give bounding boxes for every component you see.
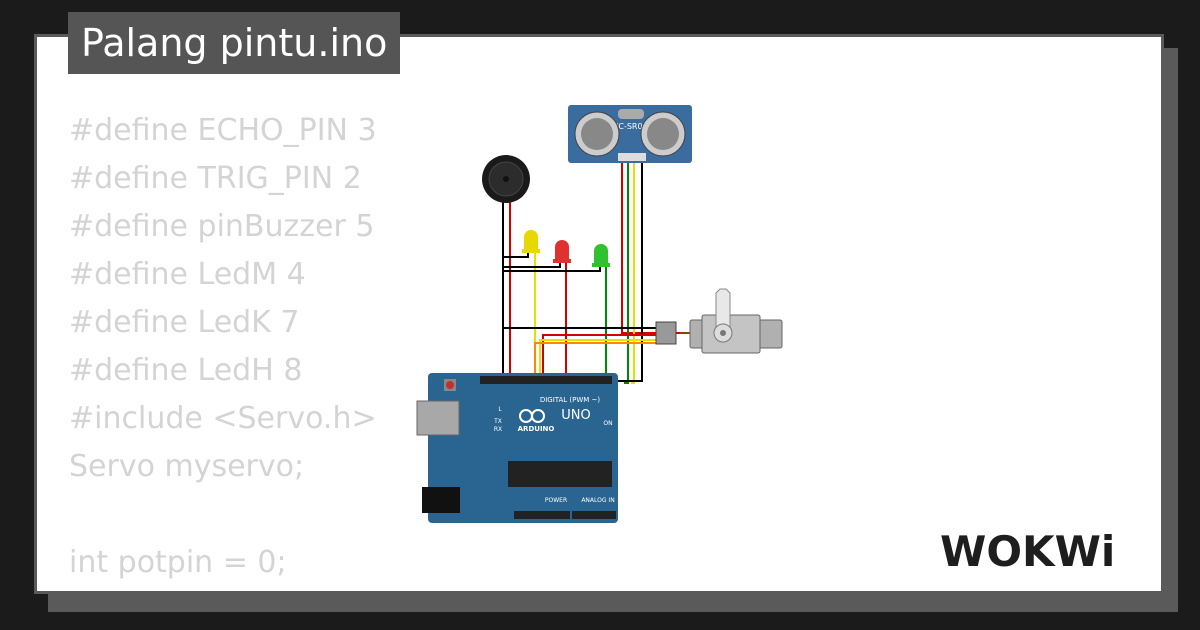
- circuit-diagram: HC-SR04: [416, 105, 783, 523]
- arduino-uno[interactable]: DIGITAL (PWM ~) UNO ARDUINO POWER ANALOG…: [416, 373, 618, 523]
- code-line: #define ECHO_PIN 3: [69, 113, 377, 148]
- code-line: #define LedK 7: [69, 305, 300, 340]
- code-line: #define LedH 8: [69, 353, 303, 388]
- code-line: #include <Servo.h>: [69, 401, 377, 436]
- on-label: ON: [603, 420, 612, 427]
- code-line: Servo myservo;: [69, 449, 305, 484]
- led-yellow[interactable]: [522, 230, 540, 253]
- analog-label: ANALOG IN: [581, 497, 614, 504]
- code-line: int val;: [69, 593, 172, 594]
- project-title[interactable]: Palang pintu.ino: [68, 12, 401, 74]
- sensor-label: HC-SR04: [612, 122, 647, 131]
- code-line: #define pinBuzzer 5: [69, 209, 375, 244]
- led-green[interactable]: [592, 244, 610, 267]
- wire-sensor-trig: [624, 163, 629, 384]
- wokwi-logo[interactable]: WOKWi: [940, 488, 1160, 588]
- tx-label: TX: [493, 418, 502, 425]
- wire-servo-sig-yellow: [539, 339, 658, 381]
- code-preview: #define ECHO_PIN 3 #define TRIG_PIN 2 #d…: [69, 107, 377, 594]
- wire-sensor-echo: [631, 163, 635, 384]
- digital-label: DIGITAL (PWM ~): [540, 396, 601, 404]
- l-label: L: [498, 406, 502, 413]
- wire-sensor-vcc: [621, 163, 690, 334]
- arduino-brand: ARDUINO: [518, 425, 555, 433]
- ultrasonic-sensor[interactable]: HC-SR04: [568, 105, 692, 163]
- led-red[interactable]: [553, 240, 571, 263]
- power-label: POWER: [545, 497, 567, 504]
- code-line: int potpin = 0;: [69, 545, 287, 580]
- servo-motor[interactable]: [655, 288, 783, 354]
- buzzer[interactable]: [482, 155, 530, 203]
- rx-label: RX: [494, 426, 502, 433]
- arduino-model: UNO: [561, 408, 590, 423]
- wokwi-logo-text: WOKWi: [940, 527, 1115, 576]
- code-line: #define TRIG_PIN 2: [69, 161, 362, 196]
- wire-servo-sig-orange: [534, 342, 670, 381]
- code-line: #define LedM 4: [69, 257, 306, 292]
- wire-led-red-gnd: [503, 261, 561, 268]
